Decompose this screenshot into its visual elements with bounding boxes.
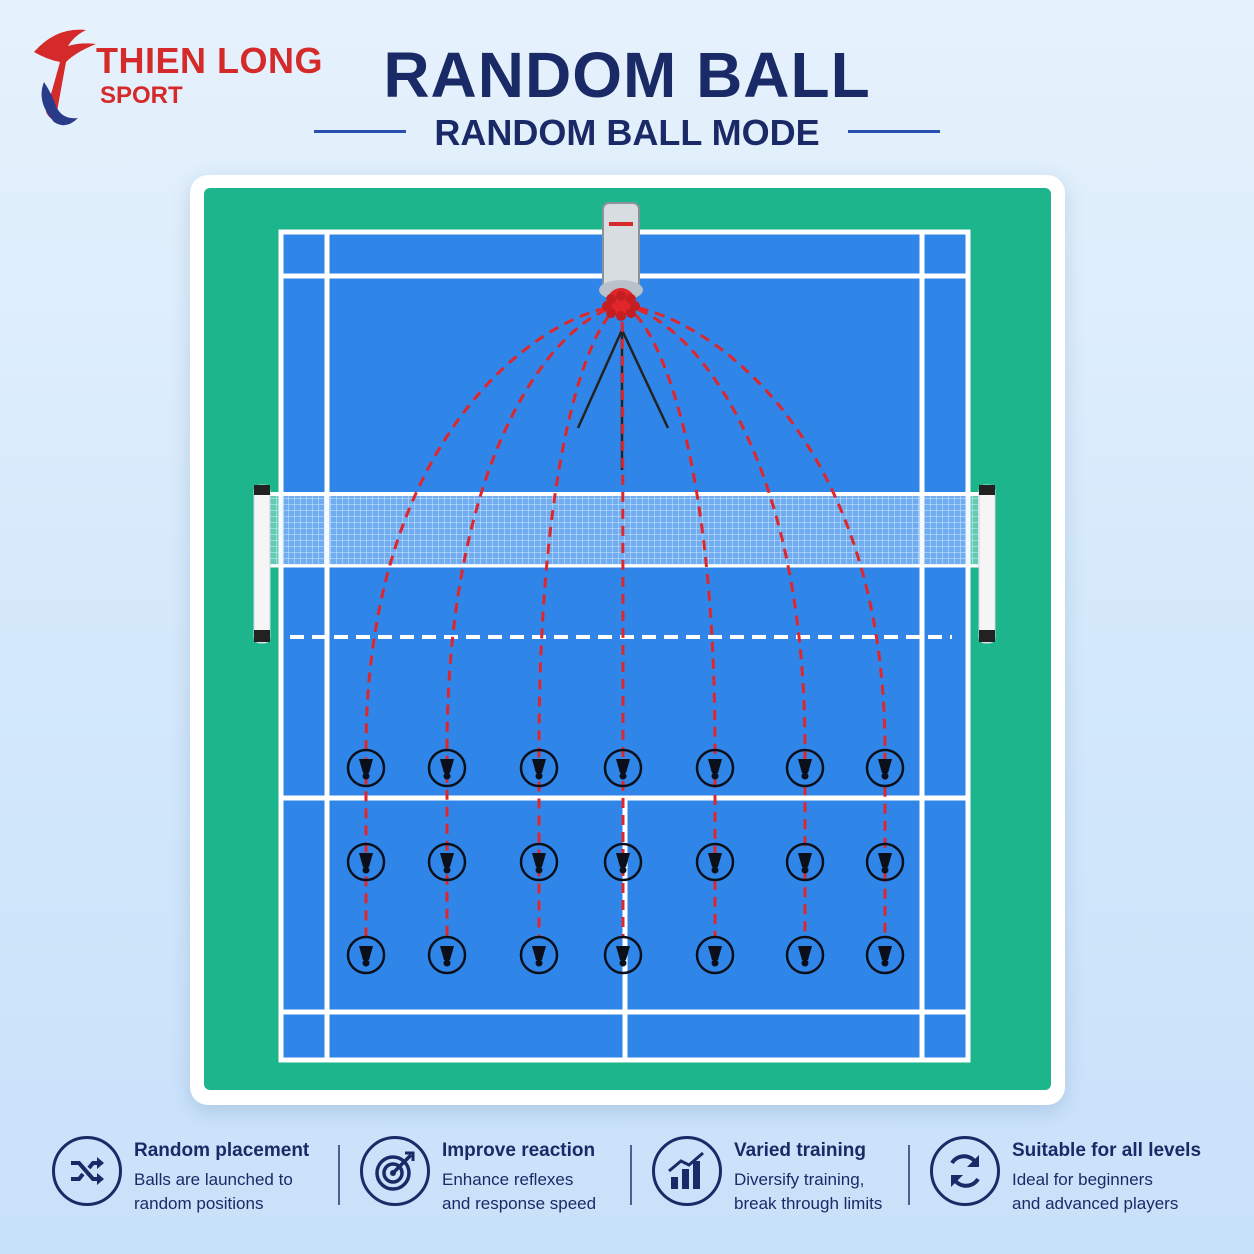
brand-name: THIEN LONG (96, 40, 323, 81)
feature-divider (630, 1145, 632, 1205)
shuttle-target (519, 748, 559, 788)
shuttlecock-icon (440, 759, 454, 773)
shuttlecock-icon (798, 946, 812, 960)
trajectory-line (621, 303, 717, 937)
shuttlecock-icon (532, 759, 546, 773)
page-subtitle: RANDOM BALL MODE (434, 112, 820, 153)
court-frame (190, 175, 1065, 1105)
net (262, 492, 987, 566)
shuttlecock-icon (878, 759, 892, 773)
feature-title: Varied training (734, 1140, 866, 1161)
shuttlecock-icon (878, 853, 892, 867)
shuttle-target (346, 935, 386, 975)
shuttlecock-icon (616, 853, 630, 867)
trajectory-line (364, 303, 623, 937)
feature-divider (908, 1145, 910, 1205)
shuttle-target (346, 748, 386, 788)
shuttlecock-icon (798, 759, 812, 773)
trajectory-line (620, 304, 625, 937)
brand-emblem-icon (34, 29, 96, 126)
bar-chart-icon (652, 1136, 722, 1206)
net-post-right (978, 484, 996, 644)
shuttle-target (785, 842, 825, 882)
trajectory-line (621, 303, 807, 937)
shuttle-target (603, 842, 643, 882)
shuttlecock-icon (532, 853, 546, 867)
brand-sub: SPORT (100, 82, 183, 109)
shuttlecock-icon (359, 946, 373, 960)
shuttlecock-icon (708, 853, 722, 867)
shuttlecock-icon (359, 853, 373, 867)
feature-title: Improve reaction (442, 1140, 596, 1161)
trajectory-line (621, 303, 887, 937)
shuttle-target (427, 842, 467, 882)
feature-desc: Diversify training,break through limits (734, 1170, 883, 1213)
shuttle-target (865, 842, 905, 882)
page-title: RANDOM BALL (383, 39, 871, 111)
shuttle-target (519, 935, 559, 975)
feature-all-levels: Suitable for all levels Ideal for beginn… (930, 1128, 1220, 1228)
shuttle-target (695, 935, 735, 975)
shuttle-target (346, 842, 386, 882)
shuttle-target (865, 748, 905, 788)
trajectory-line (445, 303, 623, 937)
shuttle-target (695, 842, 735, 882)
shuttle-machine (602, 202, 640, 290)
feature-divider (338, 1145, 340, 1205)
shuffle-icon (52, 1136, 122, 1206)
subtitle-rule-right (848, 130, 940, 133)
shuttle-targets (346, 748, 905, 975)
feature-varied-training: Varied training Diversify training,break… (652, 1128, 902, 1228)
shuttle-target (865, 935, 905, 975)
shuttlecock-icon (878, 946, 892, 960)
shuttle-target (427, 748, 467, 788)
net-post-left (253, 484, 271, 644)
shuttle-target (695, 748, 735, 788)
shuttle-target (603, 748, 643, 788)
shuttlecock-icon (616, 946, 630, 960)
launcher-nozzle (625, 293, 636, 304)
launcher-nozzle (606, 293, 617, 304)
shuttle-target (519, 842, 559, 882)
court-diagram (204, 188, 1051, 1090)
launcher-nozzle (625, 308, 636, 319)
shuttlecock-icon (798, 853, 812, 867)
shuttle-target (427, 935, 467, 975)
shuttlecock-icon (440, 853, 454, 867)
shuttle-target (785, 748, 825, 788)
shuttlecock-icon (532, 946, 546, 960)
launcher-nozzle (616, 311, 626, 321)
brand-logo (26, 22, 326, 132)
shuttlecock-icon (708, 946, 722, 960)
shuttlecock-icon (359, 759, 373, 773)
shuttle-target (603, 935, 643, 975)
feature-title: Suitable for all levels (1012, 1140, 1202, 1161)
shuttlecock-icon (616, 759, 630, 773)
shuttlecock-icon (708, 759, 722, 773)
feature-title: Random placement (134, 1140, 310, 1161)
target-icon (360, 1136, 430, 1206)
subtitle-rule-left (314, 130, 406, 133)
launcher-nozzle (616, 291, 626, 301)
shuttle-target (785, 935, 825, 975)
shuttlecock-icon (440, 946, 454, 960)
refresh-icon (930, 1136, 1000, 1206)
